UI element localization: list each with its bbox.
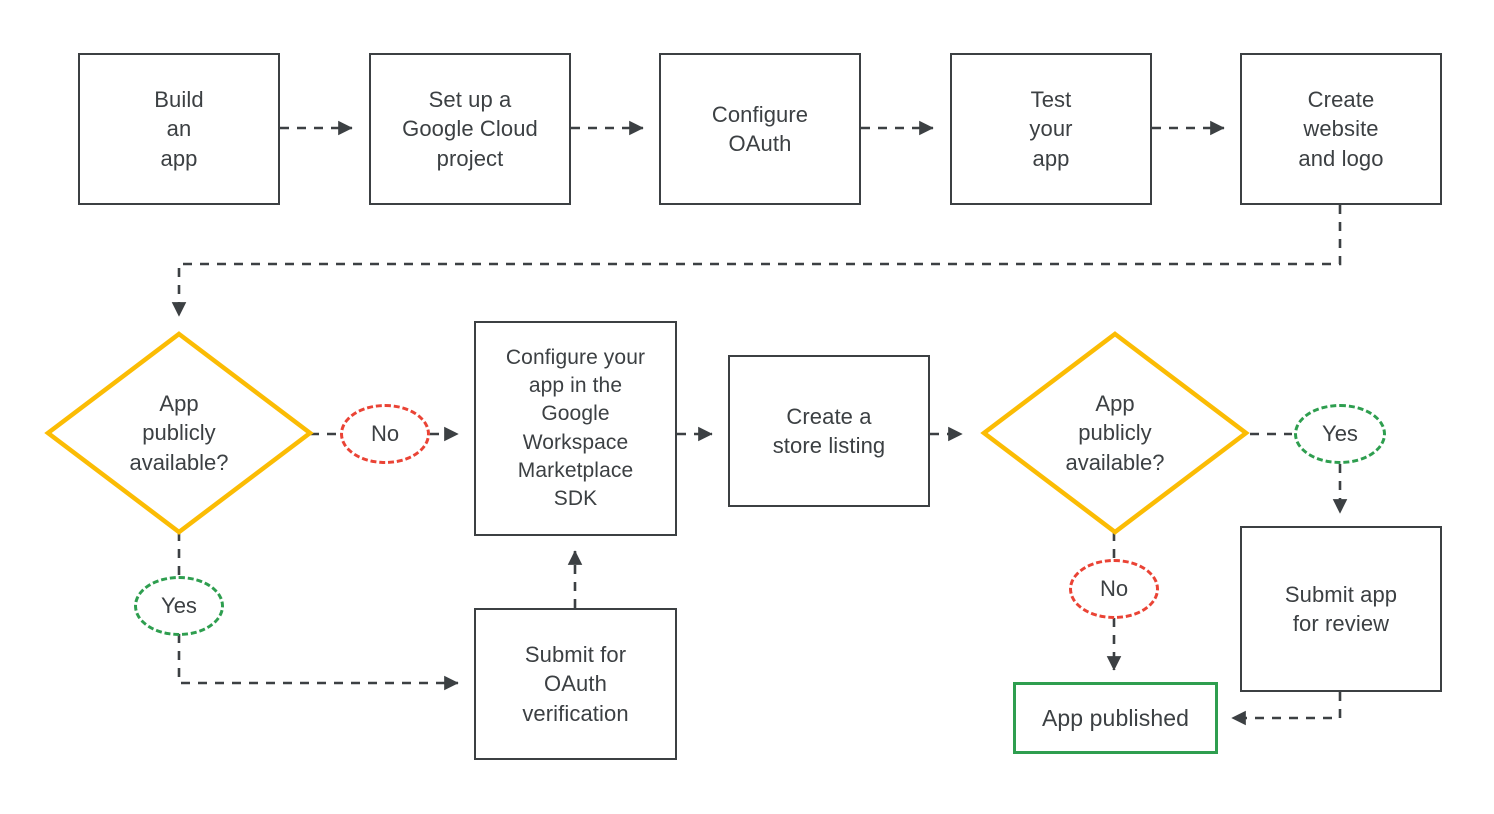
edge-label-right-yes: Yes [1294, 404, 1386, 464]
edge-label-right-no-text: No [1097, 576, 1131, 602]
node-create-a-store-listing[interactable]: Create a store listing [728, 355, 930, 507]
node-submit-for-oauth-verification[interactable]: Submit for OAuth verification [474, 608, 677, 760]
node-app-published[interactable]: App published [1013, 682, 1218, 754]
node-configure-app-marketplace-sdk[interactable]: Configure your app in the Google Workspa… [474, 321, 677, 536]
diamond-shape [980, 331, 1250, 535]
diamond-shape [44, 331, 314, 535]
edge-label-left-yes-text: Yes [159, 593, 199, 619]
edge-label-right-yes-text: Yes [1320, 421, 1360, 447]
node-create-website-and-logo[interactable]: Create website and logo [1240, 53, 1442, 205]
decision-label: App publicly available? [129, 390, 229, 475]
edge-label-left-no-text: No [368, 421, 402, 447]
node-test-your-app[interactable]: Test your app [950, 53, 1152, 205]
node-set-up-google-cloud-project[interactable]: Set up a Google Cloud project [369, 53, 571, 205]
node-decision-app-publicly-available-right[interactable]: App publicly available? [980, 330, 1250, 536]
node-decision-app-publicly-available-left[interactable]: App publicly available? [44, 330, 314, 536]
node-build-an-app[interactable]: Build an app [78, 53, 280, 205]
edge-label-left-yes: Yes [134, 576, 224, 636]
decision-label: App publicly available? [1065, 390, 1165, 475]
edge-label-right-no: No [1069, 559, 1159, 619]
edge-label-left-no: No [340, 404, 430, 464]
node-configure-oauth[interactable]: Configure OAuth [659, 53, 861, 205]
node-submit-app-for-review[interactable]: Submit app for review [1240, 526, 1442, 692]
